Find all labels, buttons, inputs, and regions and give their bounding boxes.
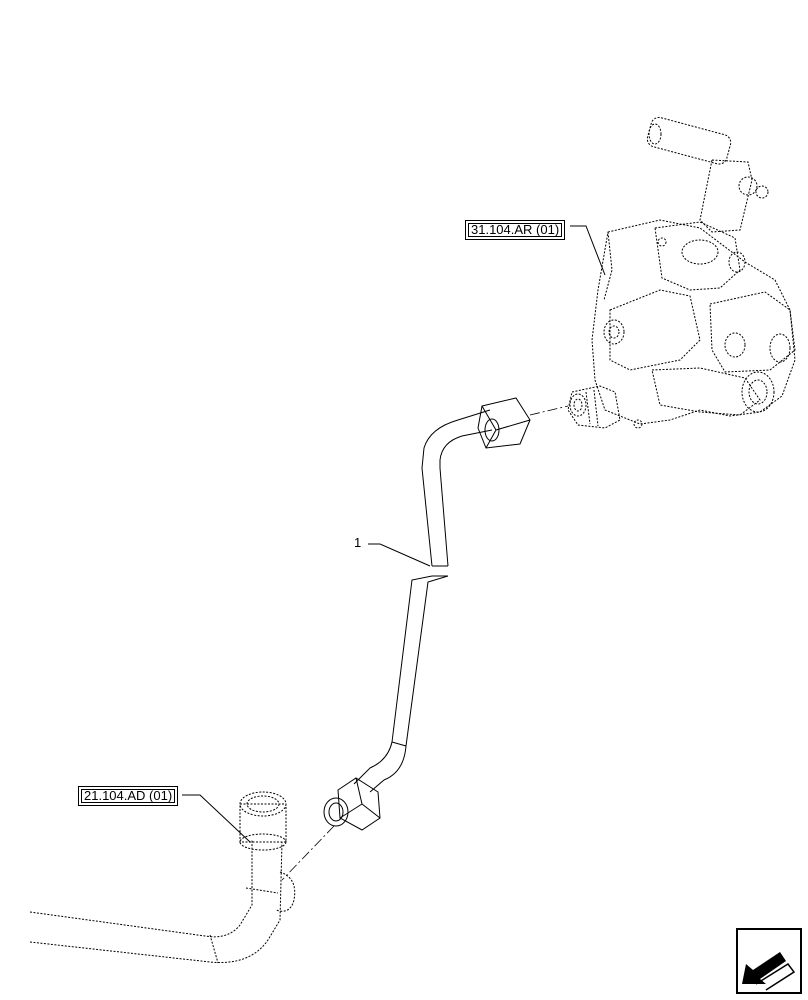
- reference-callout-bottom[interactable]: 21.104.AD (01): [78, 786, 179, 806]
- assembly-centerlines: [281, 405, 569, 881]
- reference-callout-bottom-label: 21.104.AD (01): [84, 788, 173, 803]
- reference-callout-top[interactable]: 31.104.AR (01): [465, 220, 566, 240]
- supply-pipe: [29, 791, 296, 964]
- reference-callout-top-label: 31.104.AR (01): [471, 222, 560, 237]
- next-page-arrow-icon[interactable]: [736, 928, 802, 994]
- item-number-label: 1: [354, 535, 362, 550]
- leader-lines: [182, 225, 606, 843]
- valve-assembly: [567, 116, 796, 429]
- hydraulic-tube: [323, 397, 531, 831]
